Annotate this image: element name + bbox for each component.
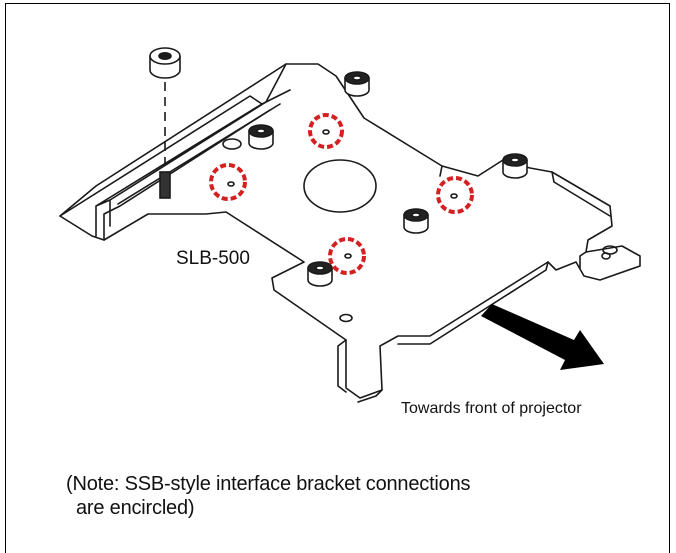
diagram-frame	[5, 3, 670, 553]
bracket-plate	[59, 63, 641, 399]
direction-arrow-icon	[481, 304, 604, 370]
model-label: SLB-500	[176, 248, 250, 269]
standoff-group	[248, 71, 528, 287]
center-hole	[303, 159, 377, 213]
note-line-1: (Note: SSB-style interface bracket conne…	[66, 473, 471, 495]
note-line-2: are encircled)	[76, 497, 195, 519]
highlight-circle-icon	[209, 113, 474, 275]
direction-label: Towards front of projector	[401, 400, 582, 417]
screw	[159, 171, 171, 199]
bracket-rail	[59, 63, 287, 241]
note-text: (Note: SSB-style interface bracket conne…	[66, 472, 666, 520]
